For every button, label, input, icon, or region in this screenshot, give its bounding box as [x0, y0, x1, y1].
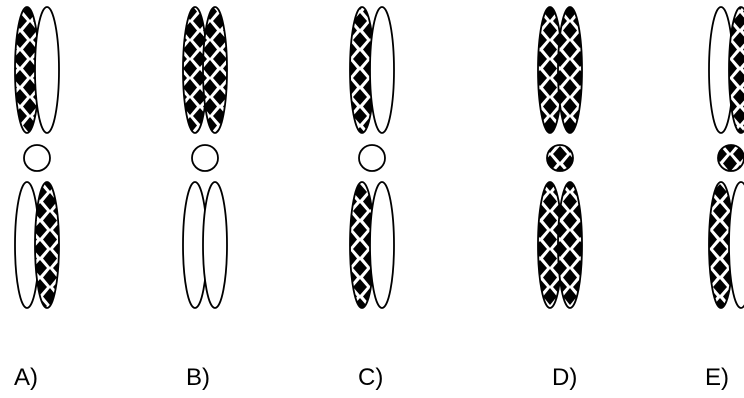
option-label-a: A)	[14, 366, 38, 390]
chromosome-a	[15, 7, 59, 308]
chromatid-right-top-arm	[558, 7, 582, 133]
option-label-d: D)	[552, 366, 577, 390]
centromere	[359, 145, 385, 171]
chromatid-right-bottom-arm	[558, 182, 582, 308]
chromatid-right-top-arm	[203, 7, 227, 133]
chromatid-right-top-arm	[729, 7, 744, 133]
chromosome-e	[709, 7, 744, 308]
centromere	[192, 145, 218, 171]
option-label-e: E)	[705, 366, 729, 390]
chromatid-right-bottom-arm	[370, 182, 394, 308]
option-label-c: C)	[358, 366, 383, 390]
option-label-b: B)	[186, 366, 210, 390]
centromere	[547, 145, 573, 171]
chromatid-right-top-arm	[370, 7, 394, 133]
centromere	[718, 145, 744, 171]
chromosome-c	[350, 7, 394, 308]
chromosome-b	[183, 7, 227, 308]
chromatid-right-bottom-arm	[203, 182, 227, 308]
centromere	[24, 145, 50, 171]
chromatid-right-top-arm	[35, 7, 59, 133]
chromatid-right-bottom-arm	[35, 182, 59, 308]
chromosome-d	[538, 7, 582, 308]
chromatid-right-bottom-arm	[729, 182, 744, 308]
